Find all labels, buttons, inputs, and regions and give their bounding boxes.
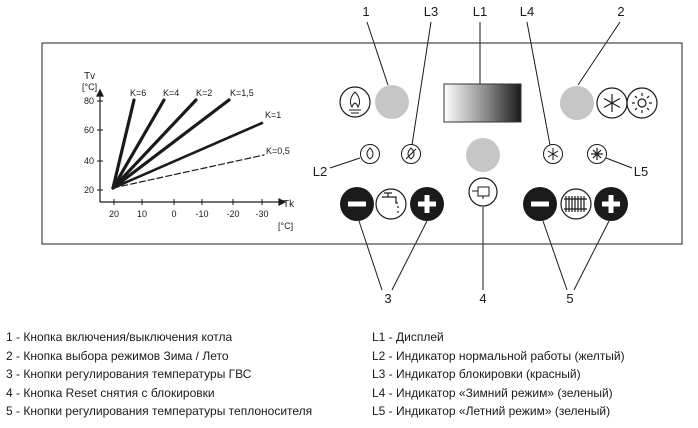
heating-controls	[523, 187, 628, 221]
reset-button[interactable]	[466, 138, 500, 207]
curve-label: K=1	[265, 110, 281, 120]
legend-item-l4: L4 - Индикатор «Зимний режим» (зеленый)	[372, 385, 613, 400]
flame-icon	[366, 147, 374, 160]
curve-label: K=6	[130, 88, 146, 98]
callout-5: 5	[566, 291, 573, 306]
heating-curve-line	[111, 98, 166, 190]
y-axis-title: Tv	[84, 71, 95, 82]
y-tick-label: 60	[84, 125, 94, 135]
led-normal-l2	[360, 144, 380, 164]
tap-icon	[382, 192, 399, 213]
legend-buttons: 1 - Кнопка включения/выключения котла 2 …	[6, 328, 312, 421]
radiator-icon	[564, 196, 587, 212]
x-tick-label: 10	[137, 209, 147, 219]
heating-curve-line	[112, 154, 265, 189]
burner-flame-icon	[349, 91, 361, 114]
legend-indicators: L1 - Дисплей L2 - Индикатор нормальной р…	[372, 328, 625, 421]
heating-plus-button[interactable]	[594, 187, 628, 221]
heating-minus-button[interactable]	[523, 187, 557, 221]
snowflake-icon	[547, 148, 559, 160]
y-axis-arrow	[96, 88, 104, 97]
x-tick-label: 0	[171, 209, 176, 219]
legend-item-l5: L5 - Индикатор «Летний режим» (зеленый)	[372, 404, 611, 419]
curve-label: K=1,5	[230, 88, 254, 98]
legend-item-1: 1 - Кнопка включения/выключения котла	[6, 330, 233, 344]
dhw-minus-button[interactable]	[340, 187, 374, 221]
callout-l1: L1	[473, 4, 487, 19]
sun-icon	[632, 93, 652, 113]
flame-crossed-icon	[405, 147, 417, 160]
sun-icon	[591, 148, 603, 160]
led-winter-l4	[543, 144, 563, 164]
x-tick-label: -20	[226, 209, 239, 219]
callout-1: 1	[362, 4, 369, 19]
heating-curve-line	[111, 121, 264, 190]
x-tick-label: -30	[255, 209, 268, 219]
x-tick-label: -10	[195, 209, 208, 219]
x-axis-unit: [°C]	[278, 221, 293, 231]
legend-item-3: 3 - Кнопки регулирования температуры ГВС	[6, 367, 252, 382]
legend-item-l1: L1 - Дисплей	[372, 330, 444, 344]
callout-3: 3	[384, 291, 391, 306]
display-screen	[443, 83, 522, 123]
dhw-plus-button[interactable]	[410, 187, 444, 221]
panel-frame	[41, 42, 683, 245]
legend-item-l2: L2 - Индикатор нормальной работы (желтый…	[372, 348, 625, 363]
curve-label: K=4	[163, 88, 179, 98]
power-button[interactable]	[339, 85, 409, 119]
led-summer-l5	[587, 144, 607, 164]
heating-curve-line	[111, 98, 231, 190]
y-axis-unit: [°C]	[82, 82, 97, 92]
dhw-controls	[340, 187, 444, 221]
callout-4: 4	[479, 291, 486, 306]
curve-label: K=0,5	[266, 146, 290, 156]
y-tick-label: 80	[84, 96, 94, 106]
heating-curve-line	[111, 98, 198, 190]
heating-curve-line	[111, 98, 136, 190]
snowflake-icon	[603, 94, 621, 112]
heating-indicator	[560, 188, 592, 220]
callout-l4: L4	[520, 4, 534, 19]
winter-summer-button[interactable]	[560, 86, 658, 120]
legend-item-2: 2 - Кнопка выбора режимов Зима / Лето	[6, 348, 229, 363]
callout-l3: L3	[424, 4, 438, 19]
legend-item-l3: L3 - Индикатор блокировки (красный)	[372, 367, 581, 382]
heating-curve-graph: Tv [°C] Tk [°C] 80 60 40 20 20 10 0 -10 -20 -30 K…	[82, 71, 295, 231]
led-block-l3	[401, 144, 421, 164]
x-axis-title: Tk	[283, 199, 295, 210]
y-tick-label: 40	[84, 156, 94, 166]
callout-l5: L5	[634, 164, 648, 179]
legend-item-5: 5 - Кнопки регулирования температуры теп…	[6, 404, 313, 419]
callout-2: 2	[617, 4, 624, 19]
dhw-indicator	[375, 188, 407, 220]
callout-l2: L2	[313, 164, 327, 179]
reset-icon	[472, 186, 490, 199]
legend-item-4: 4 - Кнопка Reset снятия с блокировки	[6, 385, 215, 400]
curve-label: K=2	[196, 88, 212, 98]
x-tick-label: 20	[109, 209, 119, 219]
x-axis-arrow	[278, 198, 287, 206]
y-tick-label: 20	[84, 185, 94, 195]
